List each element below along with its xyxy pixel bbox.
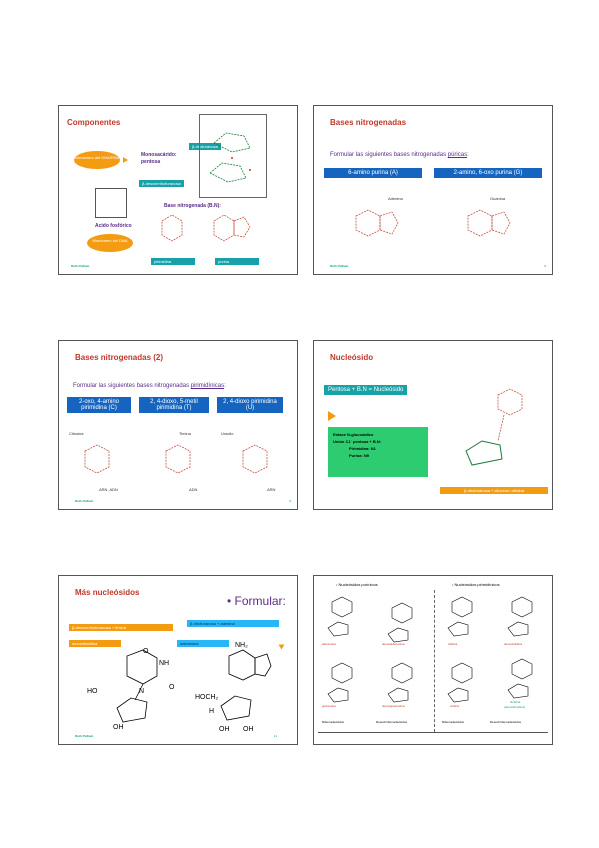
box-2-amino-6-oxo-purina: 2-amino, 6-oxo purina (G) xyxy=(434,168,542,178)
bar-desoxitimidina: desoxitimidina xyxy=(69,640,121,647)
desoxitimidina-structure xyxy=(116,649,158,723)
label-beta-ribofuranosa: β-ribofuranosa xyxy=(189,143,221,150)
adenina-label: Adenina xyxy=(388,196,403,201)
bar-desoxirribofuranosa-timina: β-desoxirribofuranosa + timina xyxy=(69,624,173,631)
label-purina: purina xyxy=(215,258,259,265)
instruction-text: Formular las siguientes bases nitrogenad… xyxy=(73,383,226,389)
pentosa-label: pentosa xyxy=(141,159,161,165)
slide-bases-nitrogenadas: Bases nitrogenadas Formular las siguient… xyxy=(313,105,553,275)
monosacarido-label: Monosacárido: xyxy=(141,152,177,158)
slide-footer: Ruth Pulliam xyxy=(75,734,94,738)
box-6-amino-purina: 6-amino purina (A) xyxy=(324,168,422,178)
slide-title: Bases nitrogenadas xyxy=(330,118,407,127)
slide-componentes: Componentes β-ribofuranosa β-desoxirribo… xyxy=(58,105,298,275)
chem-oh-right: OH xyxy=(243,726,254,733)
left-header: • Nucleósidos purínicos xyxy=(336,582,378,587)
slide-footer: Ruth Pulliam xyxy=(330,264,349,268)
slide-number: 9 xyxy=(289,499,291,503)
caption-ribonucleosidos-2: Ribonucleósidos xyxy=(442,720,465,724)
nucleoside-structure xyxy=(465,388,523,466)
label-citidina: citidina xyxy=(448,642,458,646)
slide-number: 11 xyxy=(273,734,277,738)
formular-heading: • Formular: xyxy=(227,594,286,608)
guanina-label: Guanina xyxy=(490,196,506,201)
pyrimidine-nucleosides xyxy=(447,596,533,703)
arn-adn-label: ARN, ADN xyxy=(99,487,118,492)
enlace-line-3: Pirimidina: N1 xyxy=(349,446,376,451)
guanina-structure xyxy=(467,209,511,237)
label-guanosina: guanosina xyxy=(322,704,336,708)
curved-arrow-icon xyxy=(328,411,336,421)
adenina-structure xyxy=(355,209,399,237)
slide-footer: Ruth Pulliam xyxy=(75,499,94,503)
oval-monomero-dna: Monómero del DNA xyxy=(87,234,133,252)
column-divider xyxy=(434,590,435,732)
label-timidina: timidina xyxy=(510,700,521,704)
chem-oh: OH xyxy=(113,724,124,731)
chem-hoch2: HOCH₂ xyxy=(195,694,219,701)
label-desoxicitidina: desoxicitidina xyxy=(504,642,523,646)
adenosina-structure xyxy=(220,649,272,721)
acido-fosforico-label: Acido fosfórico xyxy=(95,223,132,229)
timina-label: Timina xyxy=(179,431,191,436)
caption-desoxirribonucleosidos-2: Desoxirribonucleósidos xyxy=(490,720,522,724)
citosina-structure xyxy=(84,444,110,474)
ribose-structure xyxy=(209,132,251,183)
enlace-box: Enlace N-glucosídico Unión C1´ pentosa +… xyxy=(328,427,428,477)
instruction-text: Formular las siguientes bases nitrogenad… xyxy=(330,152,469,158)
bar-adenosina: adenosina xyxy=(177,640,229,647)
label-pirimidina: pirimidina xyxy=(151,258,195,265)
label-adenosina: adenosina xyxy=(322,642,336,646)
label-desoxiadenosina: desoxiadenosina xyxy=(382,642,405,646)
arn-label: ARN xyxy=(267,487,276,492)
phosphate-box xyxy=(95,188,127,218)
uracilo-structure xyxy=(242,444,268,474)
slide-number: 8 xyxy=(544,264,546,268)
slide-bases-nitrogenadas-2: Bases nitrogenadas (2) Formular las sigu… xyxy=(58,340,298,510)
slide-title: Más nucleósidos xyxy=(75,588,140,597)
label-desoxitimidina: (desoxitimidina) xyxy=(504,705,526,709)
slide-title: Nucleósido xyxy=(330,353,374,362)
bases-structure xyxy=(161,214,251,242)
chem-oh-left: OH xyxy=(219,726,230,733)
caption-desoxirribonucleosidos-1: Desoxirribonucleósidos xyxy=(376,720,408,724)
label-uridina: uridina xyxy=(450,704,460,708)
chem-o-top: O xyxy=(143,648,149,655)
base-nitrogenada-label: Base nitrogenada (B.N): xyxy=(164,203,221,209)
sugar-box xyxy=(199,114,267,198)
box-uracilo: 2, 4-dioxo pirimidina (U) xyxy=(217,397,283,413)
slide-footer: Ruth Pulliam xyxy=(71,264,90,268)
enlace-line-4: Purina: N9 xyxy=(349,453,370,458)
purine-nucleosides xyxy=(327,596,413,703)
chem-nh2: NH₂ xyxy=(235,642,248,649)
timina-structure xyxy=(165,444,191,474)
slide6-bottom-rule xyxy=(318,732,548,733)
box-citosina: 2-oxo, 4-amino pirimidina (C) xyxy=(67,397,131,413)
formula-bar: Pentosa + B.N = Nucleósido xyxy=(324,385,408,395)
uracilo-label: Uracilo xyxy=(221,431,234,436)
right-header: • Nucleósidos pirimidínicos xyxy=(452,582,500,587)
chem-h: H xyxy=(209,708,215,715)
oval-monomero: Monómero del DNA/RNA xyxy=(74,151,120,169)
caption-ribonucleosidos-1: Ribonucleósidos xyxy=(322,720,345,724)
bar-ribofuranosa-adenina: β-ribofuranosa + adenina xyxy=(187,620,279,627)
chem-ho: HO xyxy=(87,688,98,695)
arrow-icon xyxy=(123,157,128,163)
chem-nh: NH xyxy=(159,660,170,667)
citosina-label: Citosina xyxy=(69,431,84,436)
slide-mas-nucleosidos: Más nucleósidos • Formular: β-desoxirrib… xyxy=(58,575,298,745)
slide-nucleosido: Nucleósido Pentosa + B.N = Nucleósido En… xyxy=(313,340,553,510)
slide-title: Componentes xyxy=(67,118,121,127)
adn-label: ADN xyxy=(189,487,198,492)
label-desoxiguanosina: desoxiguanosina xyxy=(382,704,405,708)
enlace-line-2: Unión C1´ pentosa + B.N: xyxy=(333,439,382,444)
enlace-line-1: Enlace N-glucosídico xyxy=(333,432,374,437)
chem-n: N xyxy=(139,688,145,695)
slide-nucleosidos-tabla: • Nucleósidos purínicos • Nucleósidos pi… xyxy=(313,575,553,745)
label-beta-desoxirribofuranosa: β-desoxirribofuranosa xyxy=(139,180,184,187)
box-timina: 2, 4-dioxo, 5-metil pirimidina (T) xyxy=(139,397,209,413)
slide-title: Bases nitrogenadas (2) xyxy=(75,353,164,362)
chem-o-right: O xyxy=(169,684,175,691)
citidina-bar: β-ribofuranosa + citosina= citidina xyxy=(440,487,548,494)
